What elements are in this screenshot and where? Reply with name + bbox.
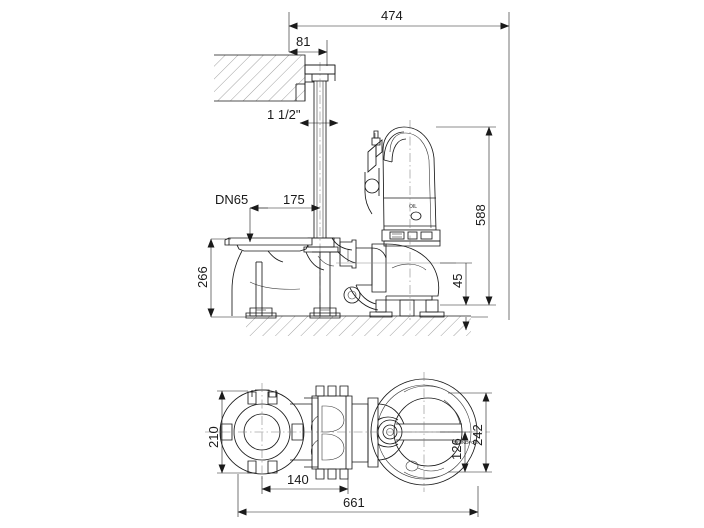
dim-588: 588 xyxy=(436,126,496,306)
dim-label-661: 661 xyxy=(343,495,365,510)
dim-1half-inch: 1 1/2" xyxy=(267,107,339,127)
dim-474: 474 xyxy=(288,8,510,320)
auto-coupling-base xyxy=(224,237,357,319)
dim-242: 242 xyxy=(448,392,492,473)
dim-661: 661 xyxy=(237,474,479,517)
dim-label-266: 266 xyxy=(195,266,210,288)
dim-210: 210 xyxy=(206,390,248,474)
dim-dn65: DN65 xyxy=(215,192,268,243)
guide-rail-pipe xyxy=(295,62,339,320)
dim-label-210: 210 xyxy=(206,426,221,448)
dim-175: 175 xyxy=(249,192,321,212)
floor-section xyxy=(246,315,471,336)
dim-label-1half: 1 1/2" xyxy=(267,107,301,122)
dim-label-175: 175 xyxy=(283,192,305,207)
dim-label-242: 242 xyxy=(470,424,485,446)
dim-label-140: 140 xyxy=(287,472,309,487)
dim-label-126: 126 xyxy=(449,438,464,460)
dim-140: 140 xyxy=(261,472,349,494)
oil-label: OIL xyxy=(409,204,417,210)
dim-45: 45 xyxy=(440,262,488,331)
dim-81: 81 xyxy=(288,34,328,66)
dim-label-474: 474 xyxy=(381,8,403,23)
dim-label-81: 81 xyxy=(296,34,310,49)
dim-label-45: 45 xyxy=(450,274,465,288)
pump-volute-side xyxy=(336,239,456,318)
motor-housing: OIL xyxy=(343,120,441,320)
wall-section xyxy=(214,54,306,102)
dim-label-588: 588 xyxy=(473,204,488,226)
dim-126: 126 xyxy=(440,431,470,473)
dim-266: 266 xyxy=(195,238,246,318)
dim-label-dn65: DN65 xyxy=(215,192,248,207)
